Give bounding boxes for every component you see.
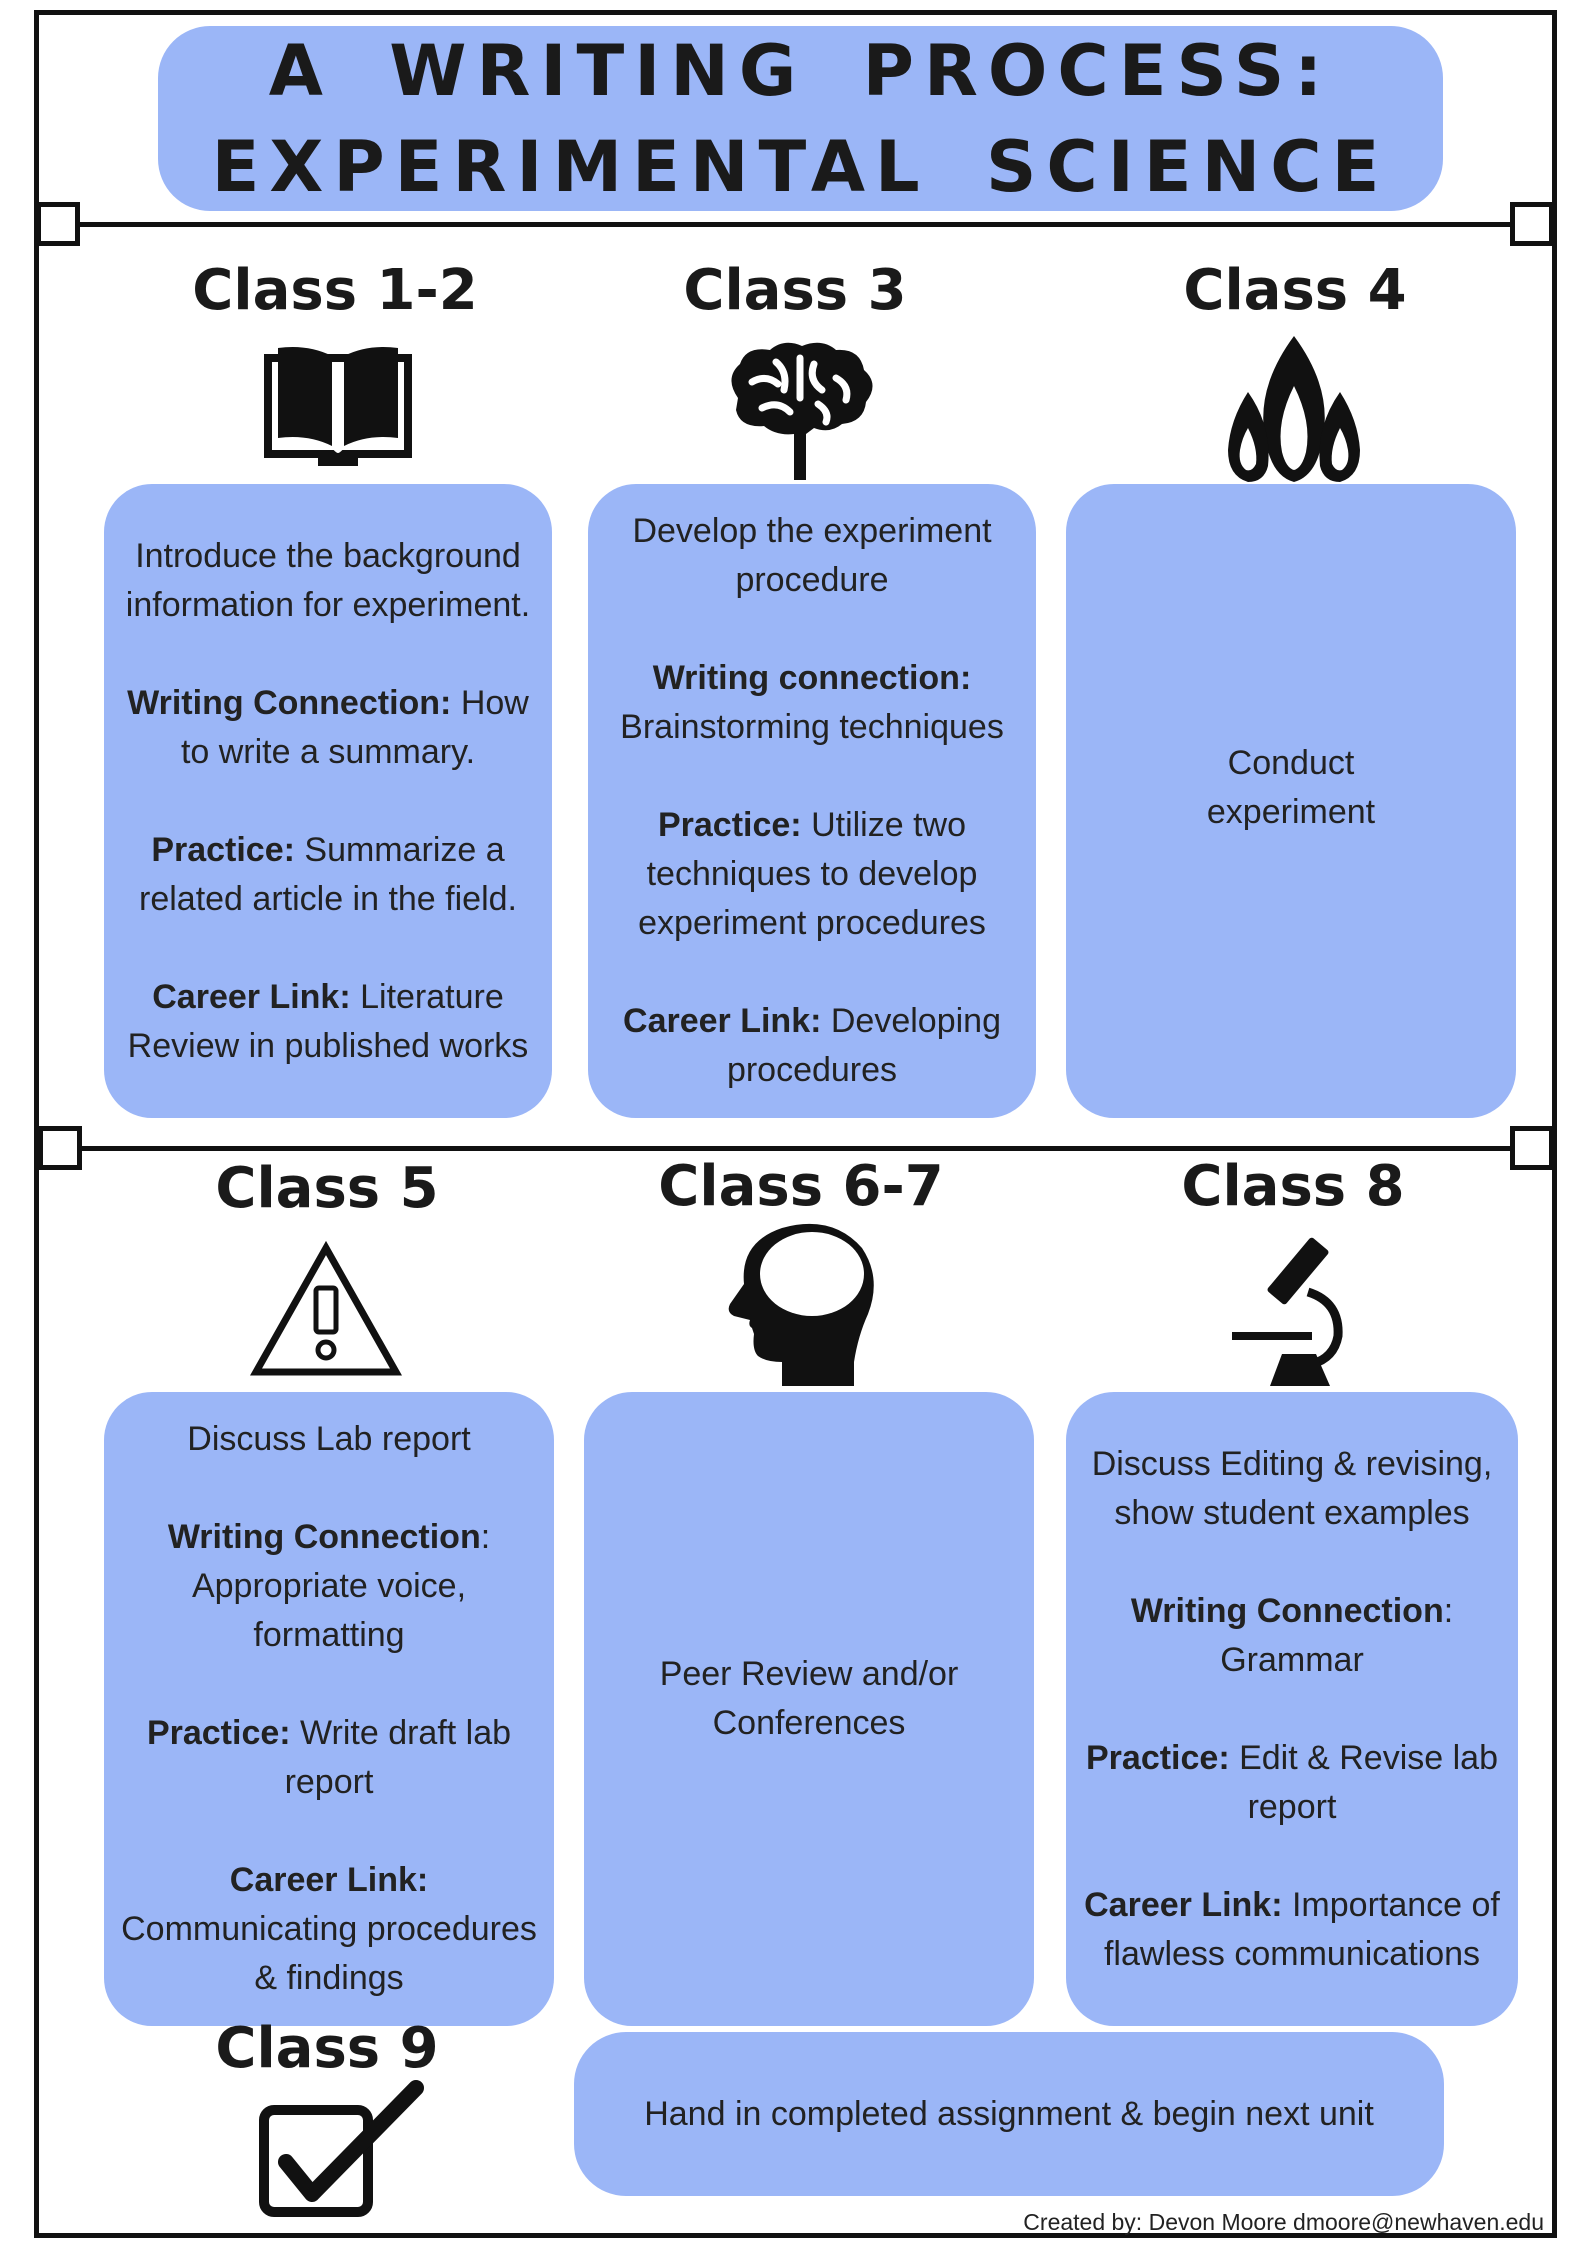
corner-box-middle-right	[1510, 1126, 1554, 1170]
warning-icon	[250, 1240, 402, 1376]
checkbox-icon	[259, 2080, 424, 2217]
class-3-intro: Develop the experiment procedure	[632, 512, 992, 599]
class-5-heading: Class 5	[215, 1156, 439, 1221]
book-icon	[264, 347, 412, 466]
frame-bottom-border	[34, 2233, 1557, 2238]
class-8-card: Discuss Editing & revising, show student…	[1066, 1392, 1518, 2026]
title-line-1: A WRITING PROCESS:	[268, 29, 1333, 112]
class-1-2-practice: Practice: Summarize a related article in…	[139, 830, 517, 918]
class-6-7-heading: Class 6-7	[658, 1154, 944, 1219]
frame-left-border	[34, 10, 39, 2238]
class-1-2-heading: Class 1-2	[192, 258, 478, 323]
class-6-7-card: Peer Review and/or Conferences	[584, 1392, 1034, 2026]
class-9-heading: Class 9	[215, 2016, 439, 2081]
class-5-practice: Practice: Write draft lab report	[146, 1714, 512, 1801]
class-3-career-link: Career Link: Developing procedures	[623, 1002, 1001, 1089]
class-8-practice: Practice: Edit & Revise lab report	[1086, 1738, 1498, 1826]
class-6-7-intro: Peer Review and/or Conferences	[659, 1655, 959, 1742]
class-1-2-career-link: Career Link: Literature Review in publis…	[127, 977, 529, 1065]
class-5-career-link: Career Link: Communicating procedures & …	[121, 1861, 537, 1997]
class-9-intro: Hand in completed assignment & begin nex…	[644, 2094, 1374, 2133]
class-5-writing-connection: Writing Connection: Appropriate voice, f…	[167, 1518, 491, 1654]
title-banner: A WRITING PROCESS: EXPERIMENTAL SCIENCE	[158, 26, 1443, 211]
class-3-writing-connection: Writing connection: Brainstorming techni…	[620, 659, 1004, 746]
microscope-icon	[1232, 1237, 1343, 1386]
flame-icon	[1228, 336, 1360, 482]
class-1-2-writing-connection: Writing Connection: How to write a summa…	[127, 683, 529, 771]
brain-tree-icon	[731, 342, 873, 480]
class-3-card: Develop the experiment procedure Writing…	[588, 484, 1036, 1118]
class-4-intro: Conduct experiment	[1206, 744, 1376, 831]
head-profile-icon	[728, 1223, 874, 1386]
divider-middle	[34, 1146, 1557, 1151]
corner-box-middle-left	[38, 1126, 82, 1170]
corner-box-top-left	[36, 202, 80, 246]
frame-top-border	[34, 10, 1557, 15]
class-3-heading: Class 3	[683, 258, 907, 323]
class-4-heading: Class 4	[1183, 258, 1407, 323]
class-8-career-link: Career Link: Importance of flawless comm…	[1084, 1885, 1500, 1973]
divider-top	[34, 222, 1557, 227]
class-1-2-card: Introduce the background information for…	[104, 484, 552, 1118]
class-4-card: Conduct experiment	[1066, 484, 1516, 1118]
class-8-heading: Class 8	[1181, 1154, 1405, 1219]
class-8-intro: Discuss Editing & revising, show student…	[1091, 1444, 1493, 1532]
frame-right-border	[1552, 10, 1557, 2238]
title-line-2: EXPERIMENTAL SCIENCE	[211, 125, 1390, 208]
credit-line: Created by: Devon Moore dmoore@newhaven.…	[1023, 2209, 1544, 2235]
class-1-2-intro: Introduce the background information for…	[125, 536, 531, 624]
corner-box-top-right	[1510, 202, 1554, 246]
class-9-card: Hand in completed assignment & begin nex…	[574, 2032, 1444, 2196]
class-5-card: Discuss Lab report Writing Connection: A…	[104, 1392, 554, 2026]
class-3-practice: Practice: Utilize two techniques to deve…	[638, 806, 986, 942]
class-8-writing-connection: Writing Connection: Grammar	[1130, 1591, 1454, 1679]
class-5-intro: Discuss Lab report	[187, 1420, 471, 1458]
